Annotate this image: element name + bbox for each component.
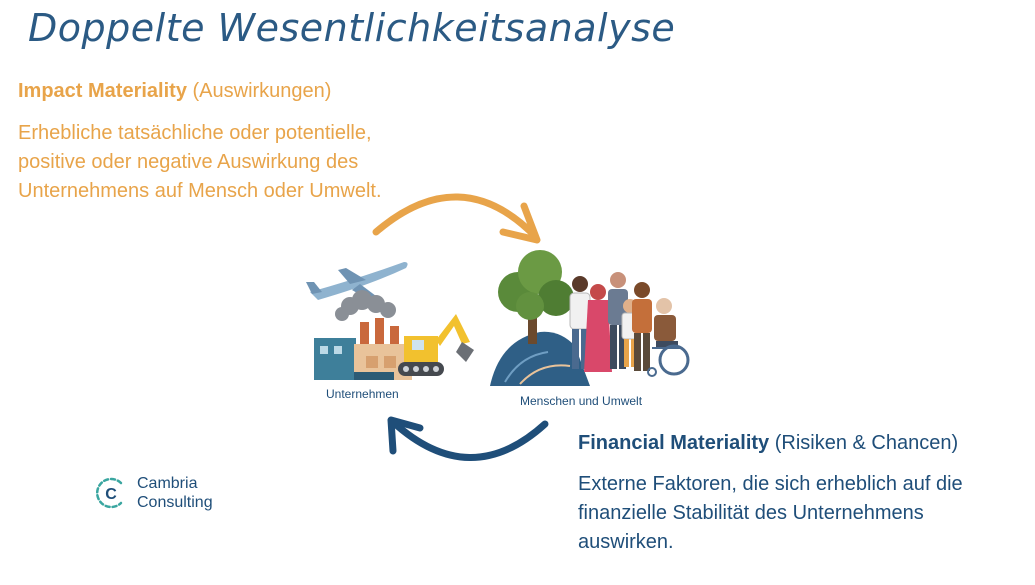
logo-line2: Consulting [137,494,213,511]
financial-description: Externe Faktoren, die sich erheblich auf… [578,473,963,553]
cambria-logo-icon: C [95,477,123,509]
logo-line1: Cambria [137,475,198,492]
impact-heading: Impact Materiality (Auswirkungen) [18,80,331,103]
company-illustration [306,262,474,380]
logo-mark: C [105,486,117,503]
impact-heading-rest: (Auswirkungen) [186,80,332,102]
people-group-icon [569,272,678,372]
impact-heading-bold: Impact Materiality [18,80,187,102]
financial-arrow [387,416,549,461]
smoke-icon [335,290,396,321]
cambria-logo: C Cambria Consulting [93,474,213,512]
impact-description: Erhebliche tatsächliche oder potentielle… [18,122,382,202]
financial-heading: Financial Materiality (Risiken & Chancen… [578,432,958,455]
tree-icon [498,250,574,344]
excavator-icon [398,314,474,376]
people-environment-illustration [490,250,690,386]
river-icon [490,331,590,386]
factory-icon [314,318,412,380]
financial-heading-rest: (Risiken & Chancen) [769,432,959,454]
logo-text: Cambria Consulting [137,474,213,512]
financial-heading-bold: Financial Materiality [578,432,770,454]
wheelchair-icon [647,344,690,377]
page-title: Doppelte Wesentlichkeitsanalyse [28,6,676,50]
company-label: Unternehmen [326,387,399,401]
people-environment-label: Menschen und Umwelt [520,394,643,408]
impact-arrow [372,193,541,244]
